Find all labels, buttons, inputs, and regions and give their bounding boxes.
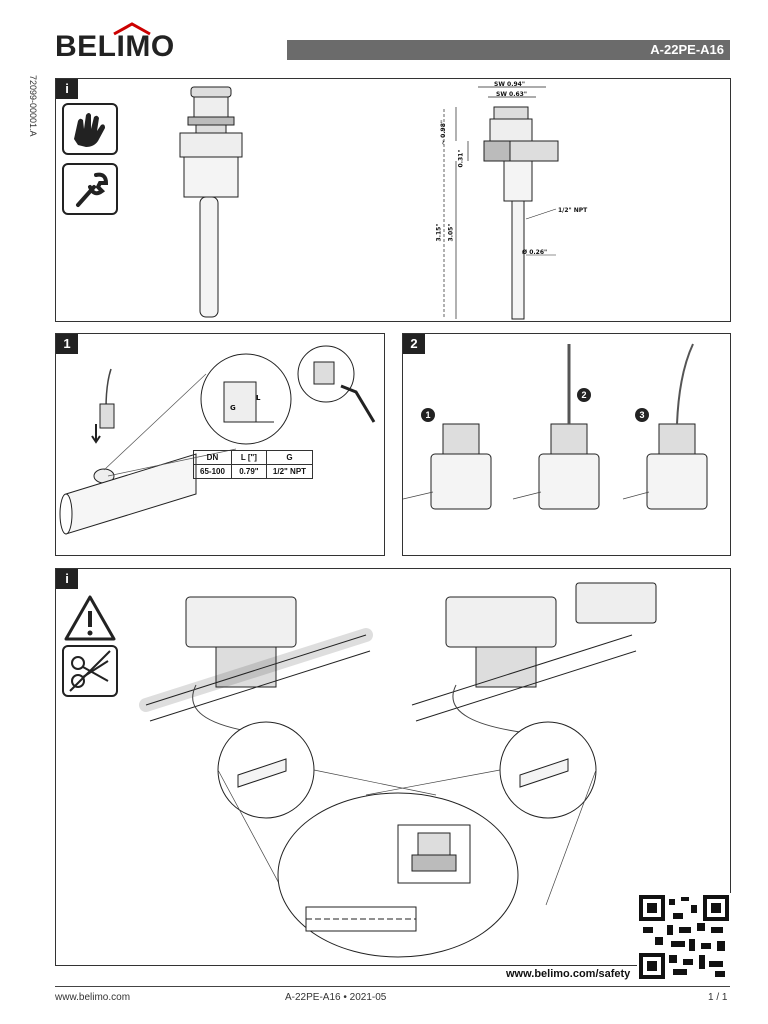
document-number: 72099-00001.A — [28, 75, 38, 137]
dn-cell-g: 1/2" NPT — [265, 464, 314, 479]
footer-doc-info: A-22PE-A16 • 2021-05 — [285, 992, 387, 1003]
valve-cabling-illustration — [139, 582, 657, 958]
pipe-installation-illustration — [59, 345, 376, 535]
tightening-sequence-illustration — [403, 343, 708, 510]
info-tag: i — [56, 79, 78, 99]
dn-table-header: DN L ["] G — [193, 450, 314, 465]
step-2-tag: 2 — [403, 334, 425, 354]
qr-code-icon[interactable] — [637, 893, 731, 981]
warning-panel: i — [55, 568, 731, 966]
table-row: 65-100 0.79" 1/2" NPT — [193, 464, 314, 479]
dn-header-l: L ["] — [230, 450, 267, 465]
product-code-bar: A-22PE-A16 — [287, 40, 730, 60]
dn-cell-dn: 65-100 — [193, 464, 232, 479]
logo-roof-icon — [113, 22, 151, 36]
gloves-icon-box — [62, 103, 118, 155]
footer-website[interactable]: www.belimo.com — [55, 992, 131, 1003]
dim-h-315: 3.15" — [435, 223, 443, 242]
dn-header-dn: DN — [193, 450, 232, 465]
dim-sw-063: SW 0.63" — [496, 91, 527, 98]
dim-h-098: ~ 0.98" — [440, 119, 448, 146]
callout-l-label: L — [256, 394, 261, 402]
footer-divider — [55, 986, 730, 987]
dim-thread: 1/2" NPT — [558, 207, 588, 214]
callout-g-label: G — [230, 404, 236, 412]
step-marker-1: 1 — [421, 408, 435, 422]
dn-header-g: G — [265, 450, 314, 465]
dim-h-031: 0.31" — [457, 149, 465, 168]
no-cut-cable-icon — [69, 650, 111, 692]
warning-info-tag: i — [56, 569, 78, 589]
info-panel: i SW 0.94" SW 0.63" ~ 0.9 — [55, 78, 731, 322]
dn-cell-l: 0.79" — [230, 464, 267, 479]
warning-icon-box — [62, 593, 118, 645]
warning-triangle-icon — [64, 595, 116, 641]
dim-sw-094: SW 0.94" — [494, 81, 525, 88]
wrench-icon-box — [62, 163, 118, 215]
no-cutting-icon-box — [62, 645, 118, 697]
dn-table: DN L ["] G 65-100 0.79" 1/2" NPT — [193, 450, 314, 479]
brand-logo: BELIMO — [55, 30, 175, 63]
dim-diameter: Ø 0.26" — [522, 249, 548, 256]
gloves-icon — [74, 113, 105, 147]
dim-h-305: 3.05" — [447, 223, 455, 242]
sensor-illustration — [179, 86, 243, 318]
step-1-panel: 1 G L — [55, 333, 385, 556]
step-marker-2: 2 — [577, 388, 591, 402]
footer-page-number: 1 / 1 — [708, 992, 728, 1003]
step-2-panel: 2 1 2 3 — [402, 333, 731, 556]
safety-link[interactable]: www.belimo.com/safety — [506, 968, 631, 980]
step-marker-3: 3 — [635, 408, 649, 422]
wrench-icon — [76, 172, 109, 207]
dimension-drawing — [443, 86, 559, 320]
step-1-tag: 1 — [56, 334, 78, 354]
